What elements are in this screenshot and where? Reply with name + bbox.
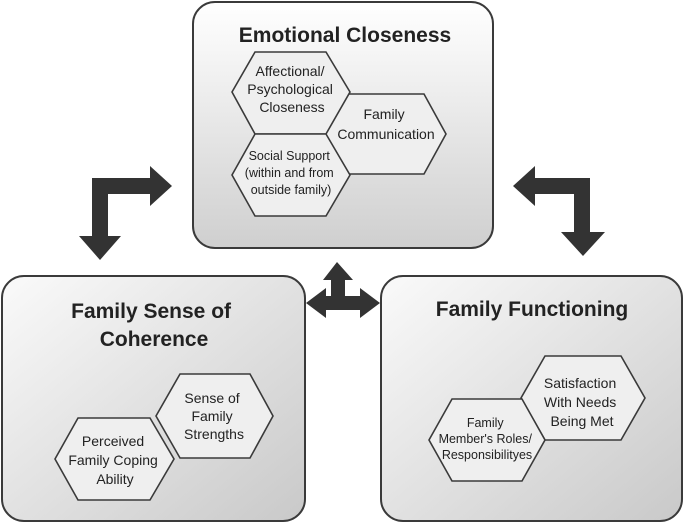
bent-double-arrow-left — [79, 166, 172, 260]
hex-line: Member's Roles/ — [439, 432, 533, 446]
svg-text:Family Communication: Family Communication — [337, 106, 434, 142]
coherence-title-line: Family Sense of — [71, 300, 232, 323]
hex-line: Family — [191, 408, 232, 424]
hex-family-member-roles: Family Member's Roles/ Responsibilityes — [428, 398, 546, 482]
hex-line: outside family) — [251, 183, 332, 197]
hex-line: Ability — [96, 471, 133, 487]
hex-line: Psychological — [247, 81, 333, 97]
hex-line: Perceived — [82, 433, 144, 449]
hex-line: Being Met — [550, 413, 613, 429]
hex-sense-of-family-strengths: Sense of Family Strengths — [155, 373, 274, 459]
hex-line: Family — [363, 106, 404, 122]
hex-line: Satisfaction — [544, 375, 616, 391]
hex-line: Social Support — [249, 149, 331, 163]
family-functioning-title: Family Functioning — [436, 298, 629, 321]
svg-text:Social Support (within: Social Support (within and from outside … — [245, 149, 337, 197]
hex-line: Closeness — [259, 99, 324, 115]
hex-perceived-family-coping: Perceived Family Coping Ability — [54, 417, 175, 501]
family-functioning-panel: Family Functioning Satisfaction With Nee… — [380, 275, 683, 522]
svg-text:Affectional/ Psycholog: Affectional/ Psychological Closeness — [247, 63, 337, 115]
emotional-closeness-title: Emotional Closeness — [239, 24, 451, 47]
hex-line: With Needs — [544, 394, 616, 410]
hex-line: Family Coping — [68, 452, 157, 468]
hex-line: Strengths — [184, 426, 244, 442]
coherence-title-line: Coherence — [100, 328, 209, 351]
hex-line: Sense of — [184, 390, 239, 406]
bent-double-arrow-right — [513, 166, 605, 256]
hex-line: Communication — [337, 126, 434, 142]
family-sense-of-coherence-panel: Family Sense of Coherence Sense of Famil… — [1, 275, 306, 522]
svg-text:Satisfaction With Need: Satisfaction With Needs Being Met — [544, 375, 620, 429]
hex-social-support: Social Support (within and from outside … — [231, 133, 351, 217]
svg-text:Family Member's Roles/: Family Member's Roles/ Responsibilityes — [439, 416, 536, 462]
svg-text:Family Sense of Coherenc: Family Sense of Coherence — [71, 300, 237, 351]
three-way-arrow-center — [306, 262, 380, 318]
hex-affectional-closeness: Affectional/ Psychological Closeness — [231, 51, 351, 135]
hex-line: (within and from — [245, 166, 334, 180]
svg-text:Perceived Family Copin: Perceived Family Coping Ability — [68, 433, 161, 487]
hex-line: Responsibilityes — [442, 448, 532, 462]
hex-line: Affectional/ — [256, 63, 325, 79]
hex-line: Family — [467, 416, 505, 430]
hex-satisfaction-needs: Satisfaction With Needs Being Met — [520, 355, 646, 441]
svg-text:Sense of Family: Sense of Family Strengths — [184, 390, 244, 442]
emotional-closeness-panel: Emotional Closeness Family Communication… — [192, 1, 494, 249]
